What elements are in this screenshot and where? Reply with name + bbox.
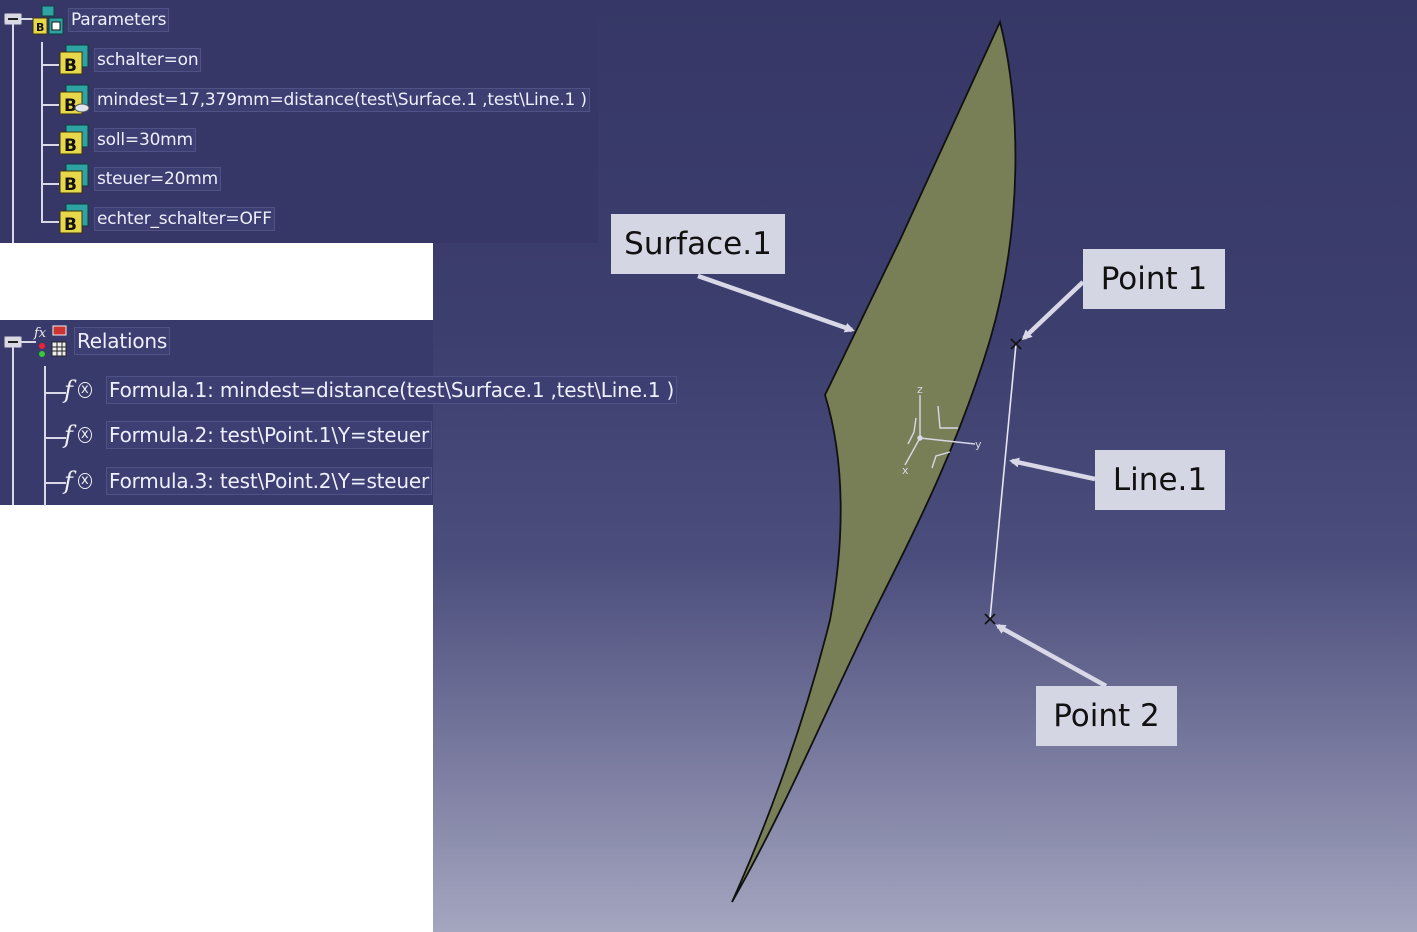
parameter-icon: B: [59, 124, 89, 156]
white-area-between-panels: [0, 243, 433, 320]
relations-set-icon: fx: [33, 325, 67, 357]
parameters-root-node[interactable]: B Parameters: [32, 4, 170, 36]
axis-compass: [904, 395, 976, 469]
arrow-point-1: [1021, 280, 1085, 341]
parameters-set-icon: B: [32, 5, 64, 35]
point-1-marker[interactable]: [1010, 338, 1022, 350]
tree-connector: [41, 64, 59, 66]
svg-text:fx: fx: [33, 326, 47, 341]
callout-surface-1: Surface.1: [611, 214, 785, 274]
tree-connector: [12, 347, 14, 505]
tree-connector: [41, 144, 59, 146]
axis-x-label: x: [902, 464, 909, 477]
parameter-icon: B: [59, 203, 89, 235]
arrow-line: [1009, 457, 1096, 482]
surface-1-shape[interactable]: [731, 19, 1017, 903]
point-2-marker[interactable]: [984, 613, 996, 625]
svg-text:B: B: [64, 175, 77, 195]
svg-text:B: B: [64, 136, 77, 156]
relations-root-node[interactable]: fx Relations: [33, 324, 171, 358]
parameter-item[interactable]: B echter_schalter=OFF: [58, 203, 275, 235]
svg-text:B: B: [64, 56, 77, 76]
svg-text:B: B: [64, 96, 77, 116]
measured-parameter-icon: B: [59, 84, 90, 116]
svg-text:B: B: [64, 215, 77, 235]
callout-point-1: Point 1: [1083, 249, 1225, 309]
tree-connector: [20, 341, 36, 343]
relations-title: Relations: [74, 327, 171, 355]
tree-connector: [41, 42, 43, 222]
parameter-icon: B: [59, 163, 89, 195]
white-area-lower-left: [0, 505, 433, 932]
parameter-icon: B: [59, 44, 89, 76]
parameter-item[interactable]: B steuer=20mm: [58, 163, 222, 195]
tree-connector: [44, 437, 66, 439]
callout-point-2: Point 2: [1036, 686, 1177, 746]
parameter-label: soll=30mm: [94, 127, 196, 153]
parameter-label: steuer=20mm: [94, 166, 222, 192]
tree-connector: [41, 221, 59, 223]
tree-connector: [44, 366, 46, 506]
parameter-item[interactable]: B soll=30mm: [58, 124, 196, 156]
callout-line-1: Line.1: [1095, 450, 1225, 510]
formula-label: Formula.3: test\Point.2\Y=steuer: [106, 467, 433, 495]
tree-connector: [12, 24, 14, 243]
parameter-item[interactable]: B mindest=17,379mm=distance(test\Surface…: [58, 84, 590, 116]
tree-connector: [41, 183, 59, 185]
parameter-label: schalter=on: [94, 47, 202, 73]
tree-connector: [44, 482, 66, 484]
tree-connector: [20, 18, 34, 20]
parameter-label: echter_schalter=OFF: [94, 206, 275, 232]
arrow-point-2: [995, 624, 1108, 688]
line-1[interactable]: [989, 343, 1017, 620]
axis-y-label: y: [975, 438, 982, 451]
tree-connector: [44, 392, 66, 394]
formula-label: Formula.2: test\Point.1\Y=steuer: [106, 421, 433, 449]
svg-text:B: B: [36, 21, 44, 34]
parameters-tree: B Parameters B schalter=on B mindest=17,…: [0, 0, 598, 243]
arrow-surface: [697, 273, 855, 333]
axis-z-label: z: [917, 383, 923, 396]
parameter-label: mindest=17,379mm=distance(test\Surface.1…: [94, 87, 590, 113]
parameters-title: Parameters: [68, 7, 170, 33]
tree-connector: [41, 104, 59, 106]
parameter-item[interactable]: B schalter=on: [58, 44, 202, 76]
formula-label: Formula.1: mindest=distance(test\Surface…: [106, 376, 678, 404]
